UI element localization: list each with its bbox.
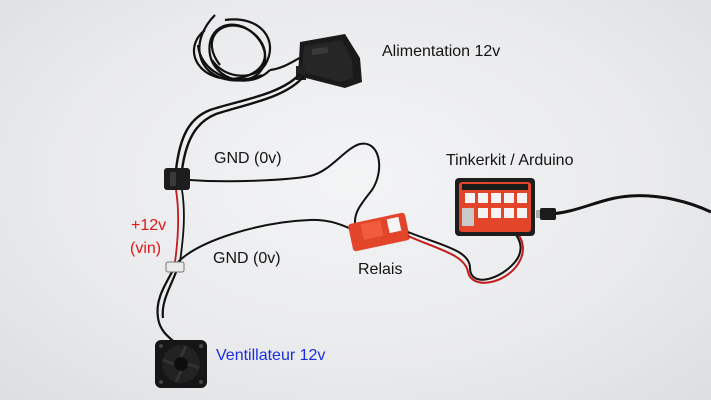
plus12v-red-wire (174, 189, 180, 263)
label-gnd-bottom: GND (0v) (213, 250, 281, 267)
label-board: Tinkerkit / Arduino (446, 152, 574, 169)
gnd-wire-bottom (177, 218, 359, 263)
label-relay: Relais (358, 261, 403, 278)
label-fan: Ventillateur 12v (216, 347, 326, 364)
fan-connector (165, 261, 185, 273)
fan (155, 340, 207, 388)
adapter-output-cable (174, 73, 305, 171)
power-adapter (296, 34, 362, 88)
twisted-signal-cable (407, 229, 524, 284)
adapter-cable-coil (192, 14, 306, 82)
usb-plug (540, 208, 556, 220)
wire-splitter (164, 168, 190, 190)
tinkerkit-board (455, 178, 550, 236)
fan-cable (156, 271, 179, 346)
usb-cable (549, 194, 711, 216)
gnd-wire-top (189, 142, 381, 229)
relay-module (348, 212, 410, 252)
label-power-supply: Alimentation 12v (382, 43, 501, 60)
label-vin: (vin) (130, 240, 162, 257)
label-gnd-top: GND (0v) (214, 150, 282, 167)
plus12v-black-wire (179, 189, 185, 263)
label-plus12v: +12v (131, 217, 167, 234)
